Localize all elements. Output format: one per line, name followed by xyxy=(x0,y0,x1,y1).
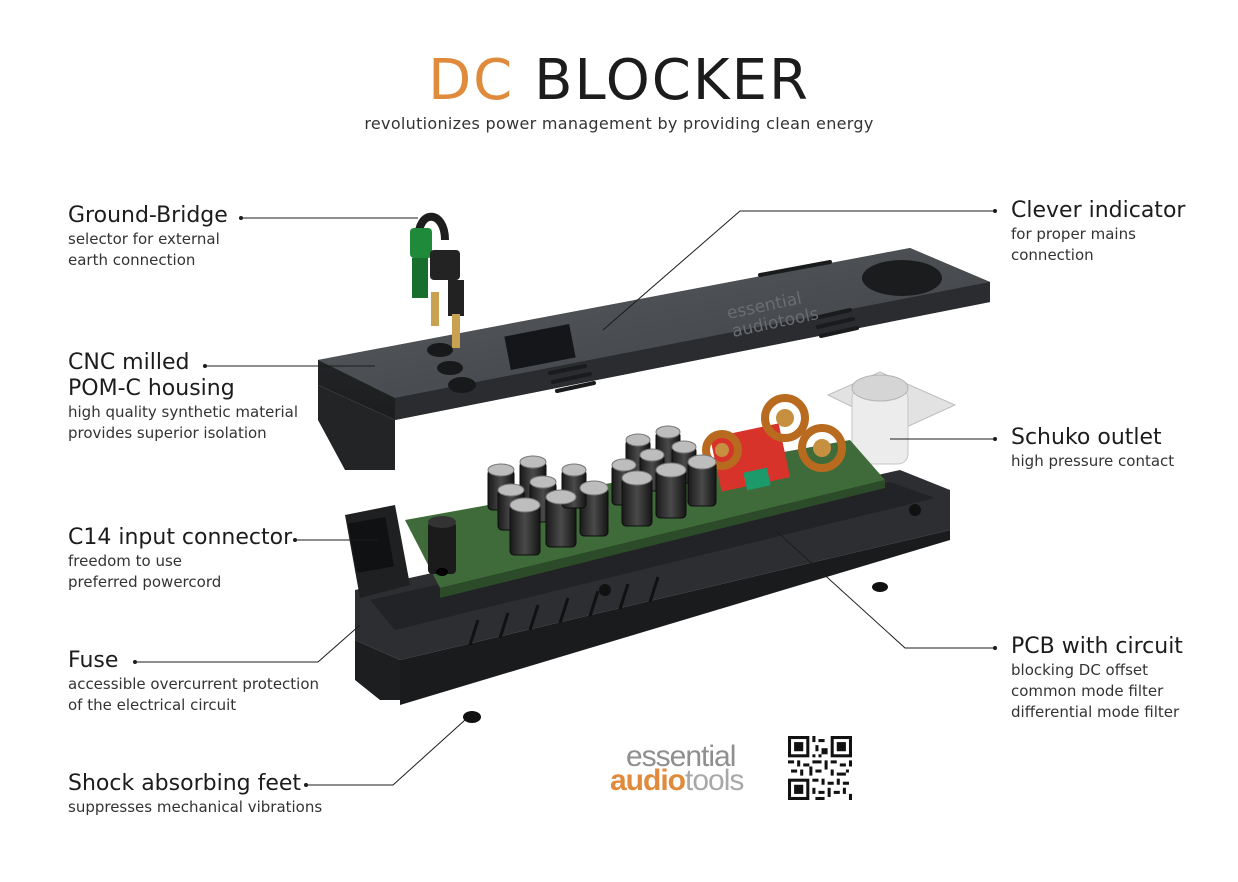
callout-title: Schuko outlet xyxy=(1011,425,1162,450)
foot-part-2 xyxy=(872,582,888,592)
callout-fuse: Fuse accessible overcurrent protection o… xyxy=(68,648,319,716)
foot-part xyxy=(463,711,481,723)
callout-line: blocking DC offset xyxy=(1011,661,1148,679)
c14-connector-part xyxy=(345,505,410,598)
logo-audio: audio xyxy=(610,764,686,797)
fuse-holder-part xyxy=(428,516,456,576)
housing-base xyxy=(355,470,950,705)
leader-lines xyxy=(135,210,995,786)
brand-logo: essential audiotools xyxy=(606,740,756,798)
page-title: DC BLOCKER xyxy=(0,46,1238,116)
callout-indicator: Clever indicator for proper mains connec… xyxy=(1011,198,1185,266)
callout-line: connection xyxy=(1011,246,1094,264)
callout-line: suppresses mechanical vibrations xyxy=(68,798,323,816)
callout-ground-bridge: Ground-Bridge selector for external eart… xyxy=(68,203,228,271)
callout-feet: Shock absorbing feet suppresses mechanic… xyxy=(68,771,322,818)
callout-line: for proper mains xyxy=(1011,225,1136,243)
callout-schuko: Schuko outlet high pressure contact xyxy=(1011,425,1174,472)
callout-title: Fuse xyxy=(68,648,119,673)
housing-lid: essential audiotools xyxy=(318,248,990,470)
callout-title: PCB with circuit xyxy=(1011,634,1183,659)
callout-cnc-housing: CNC milled POM-C housing high quality sy… xyxy=(68,350,298,444)
callout-title: Clever indicator xyxy=(1011,198,1186,223)
capacitors xyxy=(487,425,717,556)
callout-line: accessible overcurrent protection xyxy=(68,675,320,693)
ground-bridge-plug xyxy=(410,212,464,348)
page-subtitle: revolutionizes power management by provi… xyxy=(364,114,874,133)
callout-line: selector for external xyxy=(68,230,220,248)
callout-pcb: PCB with circuit blocking DC offset comm… xyxy=(1011,634,1183,723)
callout-title: POM-C housing xyxy=(68,376,235,401)
callout-line: high quality synthetic material xyxy=(68,403,299,421)
logo-line2: audiotools xyxy=(610,764,744,798)
callout-line: freedom to use xyxy=(68,552,183,570)
callout-line: preferred powercord xyxy=(68,573,222,591)
logo-tools: tools xyxy=(685,764,744,797)
title-accent: DC xyxy=(428,48,515,113)
callout-line: differential mode filter xyxy=(1011,703,1180,721)
callout-title: Ground-Bridge xyxy=(68,203,228,228)
qr-code xyxy=(788,736,852,800)
callout-line: high pressure contact xyxy=(1011,452,1175,470)
callout-line: common mode filter xyxy=(1011,682,1164,700)
callout-line: earth connection xyxy=(68,251,196,269)
callout-title: Shock absorbing feet xyxy=(68,771,302,796)
schuko-outlet-part xyxy=(826,371,957,465)
callout-title: CNC milled xyxy=(68,350,190,375)
logo-line1: essential xyxy=(626,740,736,773)
callout-title: C14 input connector xyxy=(68,525,293,550)
title-main: BLOCKER xyxy=(534,48,810,113)
callout-line: of the electrical circuit xyxy=(68,696,237,714)
callout-c14: C14 input connector freedom to use prefe… xyxy=(68,525,292,593)
leader-dots xyxy=(133,209,997,787)
callout-line: provides superior isolation xyxy=(68,424,267,442)
